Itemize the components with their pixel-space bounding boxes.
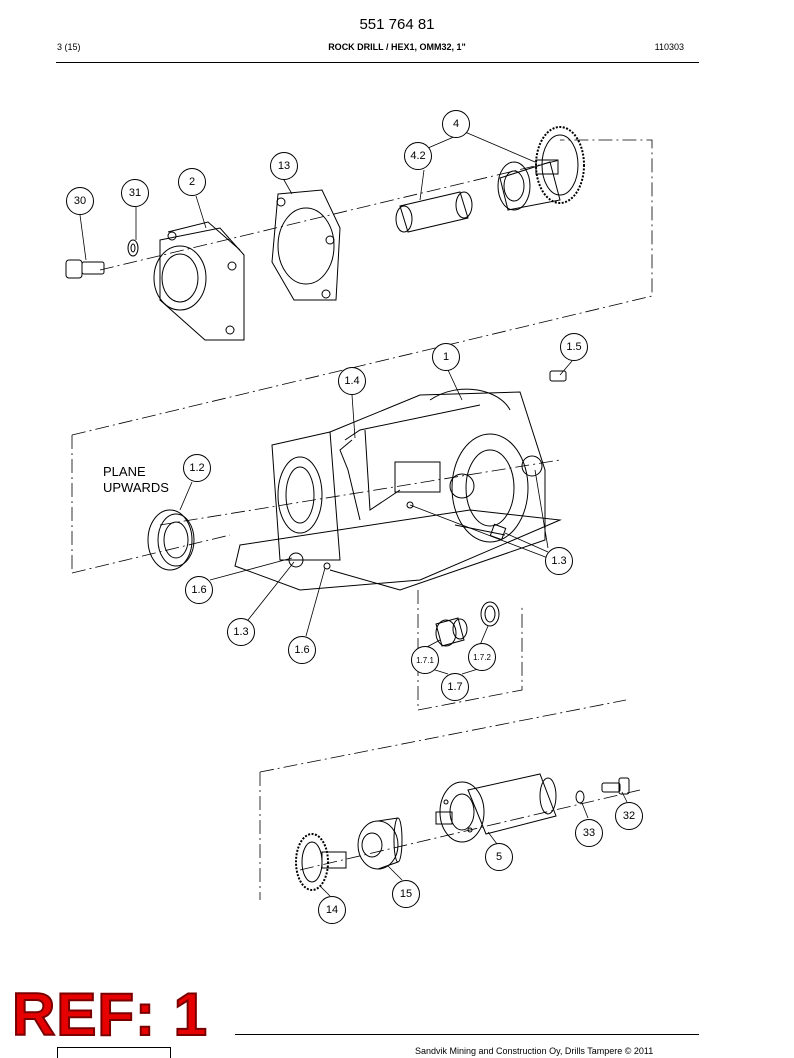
callout-4-2: 4.2 [404, 142, 432, 170]
sleeve-4-2-drawing [395, 191, 473, 233]
callout-13: 13 [270, 152, 298, 180]
page-indicator: 3 (15) [57, 42, 81, 52]
callout-1-3-right: 1.3 [545, 547, 573, 575]
callout-33: 33 [575, 819, 603, 847]
callout-1: 1 [432, 343, 460, 371]
assembly-boundary-lines [71, 139, 653, 900]
gear-14-drawing [295, 833, 347, 891]
footer-copyright: Sandvik Mining and Construction Oy, Dril… [415, 1046, 654, 1056]
motor-5-drawing [435, 773, 557, 843]
callout-4: 4 [442, 110, 470, 138]
orientation-note: PLANE UPWARDS [103, 464, 169, 496]
callout-32: 32 [615, 802, 643, 830]
housing-1-drawing [234, 388, 562, 591]
callout-1-7: 1.7 [441, 673, 469, 701]
callout-14: 14 [318, 896, 346, 924]
note-line-1: PLANE [103, 464, 146, 479]
callout-1-6-left: 1.6 [185, 576, 213, 604]
plug-1-5-drawing [549, 370, 567, 382]
document-title: ROCK DRILL / HEX1, OMM32, 1" [328, 42, 466, 52]
header-divider [56, 62, 699, 63]
note-line-2: UPWARDS [103, 480, 169, 495]
bolt-32-drawing [601, 777, 630, 795]
flange-housing-2-drawing [153, 221, 245, 341]
bolt-30-drawing [65, 259, 105, 279]
document-code: 110303 [654, 42, 684, 52]
washer-31-drawing [127, 239, 139, 257]
callout-1-2: 1.2 [183, 454, 211, 482]
callout-1-4: 1.4 [338, 367, 366, 395]
callout-1-5: 1.5 [560, 333, 588, 361]
washer-33-drawing [575, 790, 585, 804]
callout-5: 5 [485, 843, 513, 871]
callout-1-7-1: 1.7.1 [411, 646, 439, 674]
reference-stamp: REF: 1 [11, 981, 209, 1048]
gasket-13-drawing [271, 189, 341, 301]
callout-31: 31 [121, 179, 149, 207]
footer-divider [235, 1034, 699, 1035]
callout-leader-lines [79, 131, 628, 897]
ring-15-drawing [357, 817, 403, 870]
callout-1-6-right: 1.6 [288, 636, 316, 664]
callout-2: 2 [178, 168, 206, 196]
gear-4-drawing [497, 126, 585, 211]
callout-1-3-left: 1.3 [227, 618, 255, 646]
document-number: 551 764 81 [359, 16, 435, 33]
callout-15: 15 [392, 880, 420, 908]
seal-ring-1-2-drawing [147, 509, 195, 571]
parts-1-7-drawing [435, 601, 500, 647]
callout-1-7-2: 1.7.2 [468, 643, 496, 671]
callout-30: 30 [66, 187, 94, 215]
